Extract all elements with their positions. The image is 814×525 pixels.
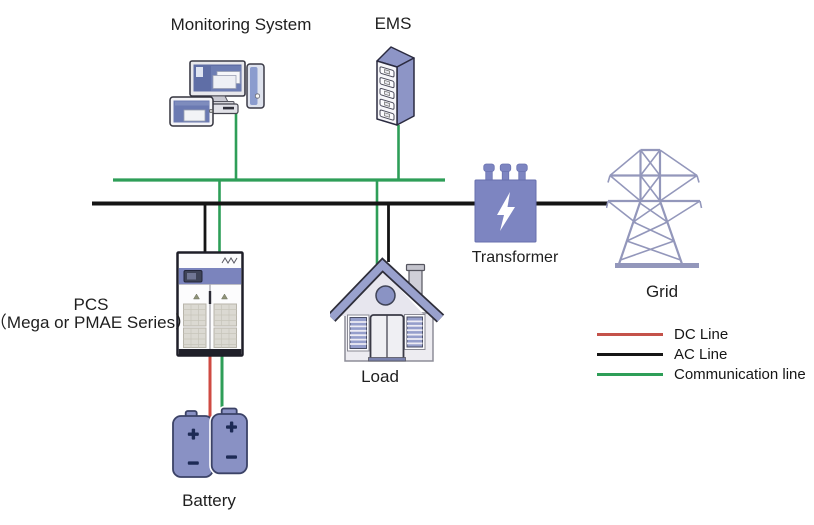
- house-window-left: [347, 314, 370, 352]
- pcs-base: [178, 349, 242, 355]
- load-label: Load: [361, 367, 399, 386]
- house-roof: [330, 257, 445, 323]
- battery-icon: [172, 406, 250, 478]
- transformer-icon: [474, 163, 537, 243]
- dc-line-label: DC Line: [674, 325, 729, 343]
- lightning-bolt-icon: [497, 192, 515, 231]
- transformer-label: Transformer: [471, 249, 559, 266]
- grid-label: Grid: [645, 282, 679, 301]
- pcs-warning-triangle: [193, 293, 200, 300]
- legend-item-dc-line: DC Line: [597, 324, 806, 344]
- ac-line-swatch: [597, 352, 663, 356]
- ems-label: EMS: [374, 14, 412, 33]
- ems-server-icon: [376, 46, 415, 126]
- house-round-window: [375, 285, 396, 306]
- ems-side-face: [396, 57, 415, 126]
- grid-tower-icon: [606, 148, 703, 268]
- transformer-bushings: [483, 163, 528, 182]
- legend: DC Line AC Line Communication line: [597, 324, 806, 384]
- legend-item-communication-line: Communication line: [597, 364, 806, 384]
- battery-label: Battery: [182, 491, 236, 510]
- pcs-label-series: （Mega or PMAE Series）: [0, 313, 193, 333]
- pcs-label: PCS （Mega or PMAE Series）: [0, 295, 193, 333]
- pcs-cabinet-icon: [176, 251, 244, 357]
- house-window-right: [404, 314, 426, 350]
- pcs-vent-grilles: [183, 303, 237, 348]
- monitoring-system-icon: [169, 60, 265, 127]
- battery-cell-right: [209, 406, 250, 476]
- tower-lattice: [606, 149, 703, 261]
- house-icon: [330, 257, 445, 362]
- house-door: [368, 314, 406, 362]
- pcs-door-handle: [208, 291, 212, 304]
- dc-line-swatch: [597, 332, 663, 336]
- legend-item-ac-line: AC Line: [597, 344, 806, 364]
- ac-line-label: AC Line: [674, 345, 728, 363]
- pcs-warning-triangle: [221, 293, 228, 300]
- monitoring-system-label: Monitoring System: [170, 15, 312, 34]
- communication-line-label: Communication line: [674, 365, 806, 383]
- communication-line-swatch: [597, 372, 663, 376]
- pcs-brand-logo: [221, 257, 238, 264]
- pcs-label-title: PCS: [73, 295, 109, 314]
- battery-cell-left: [172, 410, 214, 478]
